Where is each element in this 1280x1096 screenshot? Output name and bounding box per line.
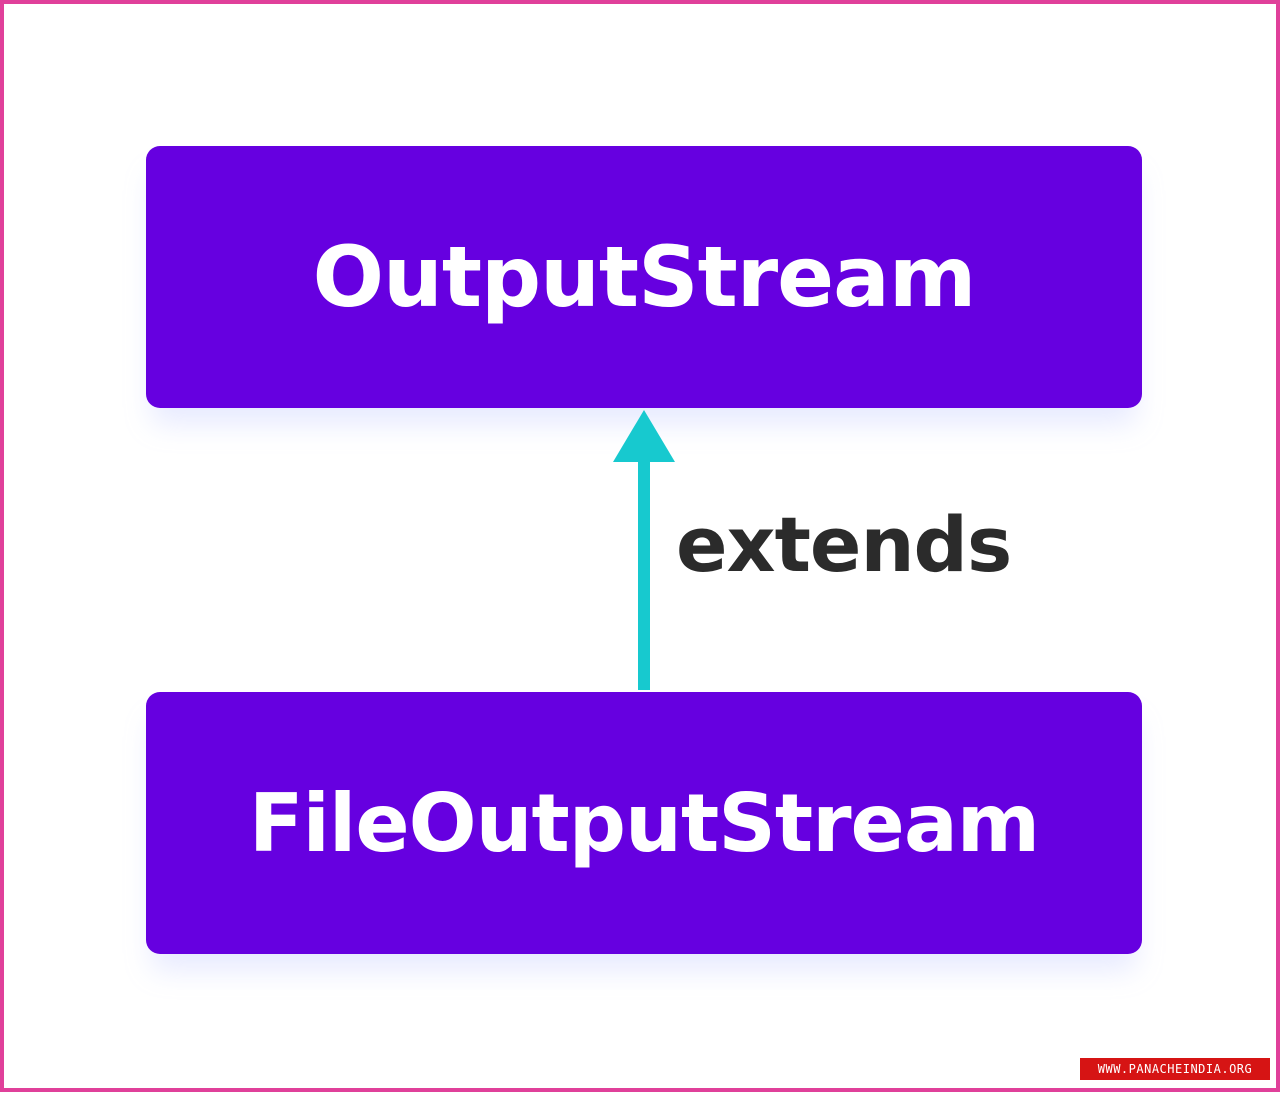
watermark: WWW.PANACHEINDIA.ORG [1080, 1058, 1270, 1080]
arrow-head-icon [613, 410, 675, 462]
parent-class-label: OutputStream [312, 228, 977, 326]
relationship-label: extends [676, 500, 1012, 589]
child-class-box: FileOutputStream [146, 692, 1142, 954]
inheritance-arrow [613, 410, 675, 690]
parent-class-box: OutputStream [146, 146, 1142, 408]
child-class-label: FileOutputStream [248, 776, 1040, 870]
